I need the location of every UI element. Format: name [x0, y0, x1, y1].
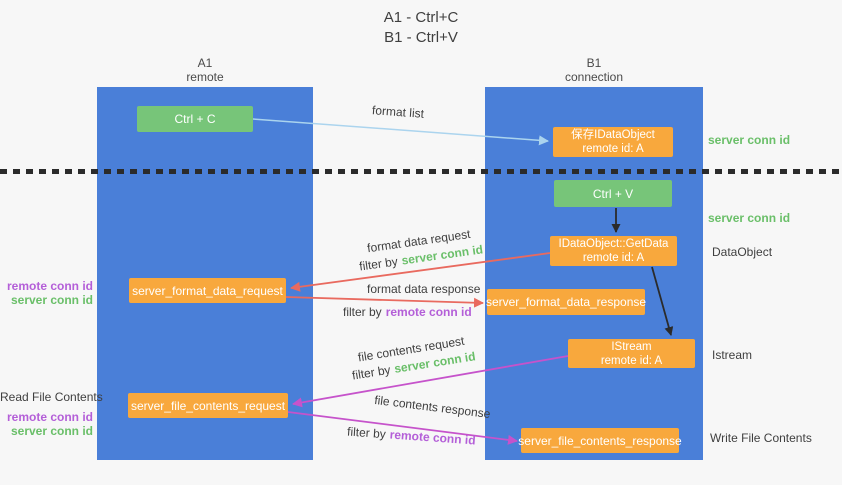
save-idataobject-line2: remote id: A — [582, 143, 644, 155]
left-server-conn-id-2: server conn id — [10, 424, 93, 438]
filter-by-text: filter by — [346, 424, 387, 442]
server-format-data-request-box: server_format_data_request — [129, 278, 286, 303]
column-a1-name: A1 — [197, 56, 213, 70]
arrow-format-data-response — [285, 296, 484, 308]
ctrl-v-label: Ctrl + V — [592, 186, 634, 201]
idataobject-getdata-box: IDataObject::GetData remote id: A — [550, 236, 677, 266]
format-list-label: format list — [371, 103, 425, 121]
file-contents-response-label: file contents response — [373, 392, 492, 422]
ctrl-c-label: Ctrl + C — [174, 112, 216, 126]
filter-by-text: filter by — [358, 254, 399, 274]
write-file-contents-label: Write File Contents — [710, 431, 812, 445]
ctrl-c-box: Ctrl + C — [137, 106, 253, 132]
server-format-data-request-label: server_format_data_request — [132, 283, 283, 298]
column-header-b1: B1 connection — [485, 56, 703, 84]
column-header-a1: A1 remote — [97, 56, 313, 84]
right-server-conn-id-2: server conn id — [708, 211, 791, 225]
session-divider-dashed-line — [0, 169, 842, 174]
server-format-data-response-box: server_format_data_response — [485, 289, 647, 315]
save-idataobject-line1: 保存IDataObject — [571, 129, 655, 141]
server-file-contents-request-label: server_file_contents_request — [130, 398, 286, 413]
server-file-contents-response-label: server_file_contents_response — [518, 433, 682, 448]
left-remote-conn-id-1: remote conn id — [6, 279, 93, 293]
getdata-line1: IDataObject::GetData — [558, 238, 669, 250]
ctrl-v-box: Ctrl + V — [554, 180, 672, 207]
left-conn-id-group-2: remote conn id server conn id — [0, 410, 93, 438]
right-server-conn-id-1: server conn id — [708, 133, 791, 147]
server-format-data-response-label: server_format_data_response — [485, 295, 647, 309]
left-server-conn-id-1: server conn id — [10, 293, 93, 307]
title-line-2: B1 - Ctrl+V — [384, 29, 458, 46]
diagram-title: A1 - Ctrl+C B1 - Ctrl+V — [0, 8, 842, 48]
istream-line1: IStream — [611, 340, 652, 353]
filter-by-text: filter by — [343, 305, 382, 319]
left-remote-conn-id-2: remote conn id — [6, 410, 93, 424]
istream-box: IStream remote id: A — [568, 339, 695, 368]
title-line-1: A1 - Ctrl+C — [383, 9, 459, 26]
getdata-line2: remote id: A — [582, 252, 645, 264]
left-conn-id-group-1: remote conn id server conn id — [0, 279, 93, 307]
column-b1-subtitle: connection — [564, 70, 624, 84]
save-idataobject-box: 保存IDataObject remote id: A — [553, 127, 673, 157]
read-file-contents-label: Read File Contents — [0, 390, 103, 404]
remote-conn-id-text: remote conn id — [385, 305, 472, 319]
column-a1-subtitle: remote — [186, 70, 224, 84]
istream-line2: remote id: A — [600, 354, 663, 367]
server-file-contents-response-box: server_file_contents_response — [518, 428, 682, 453]
column-b1-name: B1 — [586, 56, 602, 70]
format-data-response-label: format data response — [367, 282, 481, 296]
dataobject-label: DataObject — [712, 245, 773, 259]
istream-side-label: Istream — [712, 348, 753, 362]
remote-conn-id-text: remote conn id — [389, 427, 477, 448]
server-file-contents-request-box: server_file_contents_request — [128, 393, 288, 418]
